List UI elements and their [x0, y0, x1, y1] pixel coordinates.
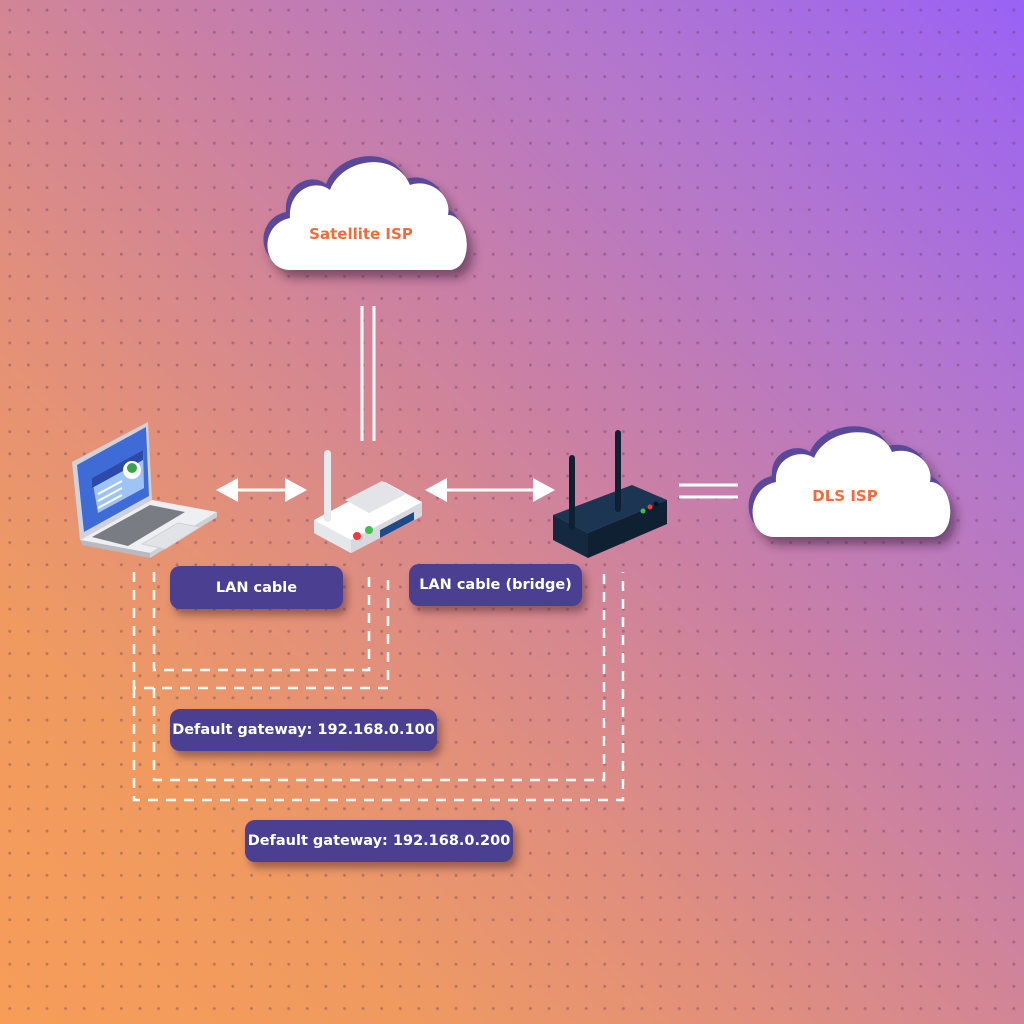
lan-arrow-router-router[interactable]	[425, 478, 555, 502]
gateway-200-dashed-path	[132, 572, 625, 802]
wifi-router-icon[interactable]	[314, 450, 422, 553]
satellite-link-double-line	[360, 306, 376, 441]
satellite-isp-cloud	[263, 156, 467, 270]
dls-isp-label: DLS ISP	[812, 487, 878, 505]
laptop-icon[interactable]	[72, 422, 217, 558]
lan-arrow-laptop-router[interactable]	[216, 478, 307, 502]
gateway-100-label: Default gateway: 192.168.0.100	[170, 709, 437, 751]
gateway-200-label: Default gateway: 192.168.0.200	[245, 820, 513, 862]
lan-cable-bridge-label: LAN cable (bridge)	[409, 564, 582, 606]
satellite-isp-label: Satellite ISP	[309, 225, 413, 243]
dls-isp-cloud	[748, 426, 951, 537]
dual-antenna-router-icon[interactable]	[553, 430, 667, 558]
dls-link-double-line	[679, 483, 738, 499]
cloud-body	[267, 162, 467, 270]
gateway-100-dashed-path	[132, 572, 390, 690]
cloud-body	[752, 432, 951, 537]
lan-cable-label: LAN cable	[170, 566, 343, 609]
